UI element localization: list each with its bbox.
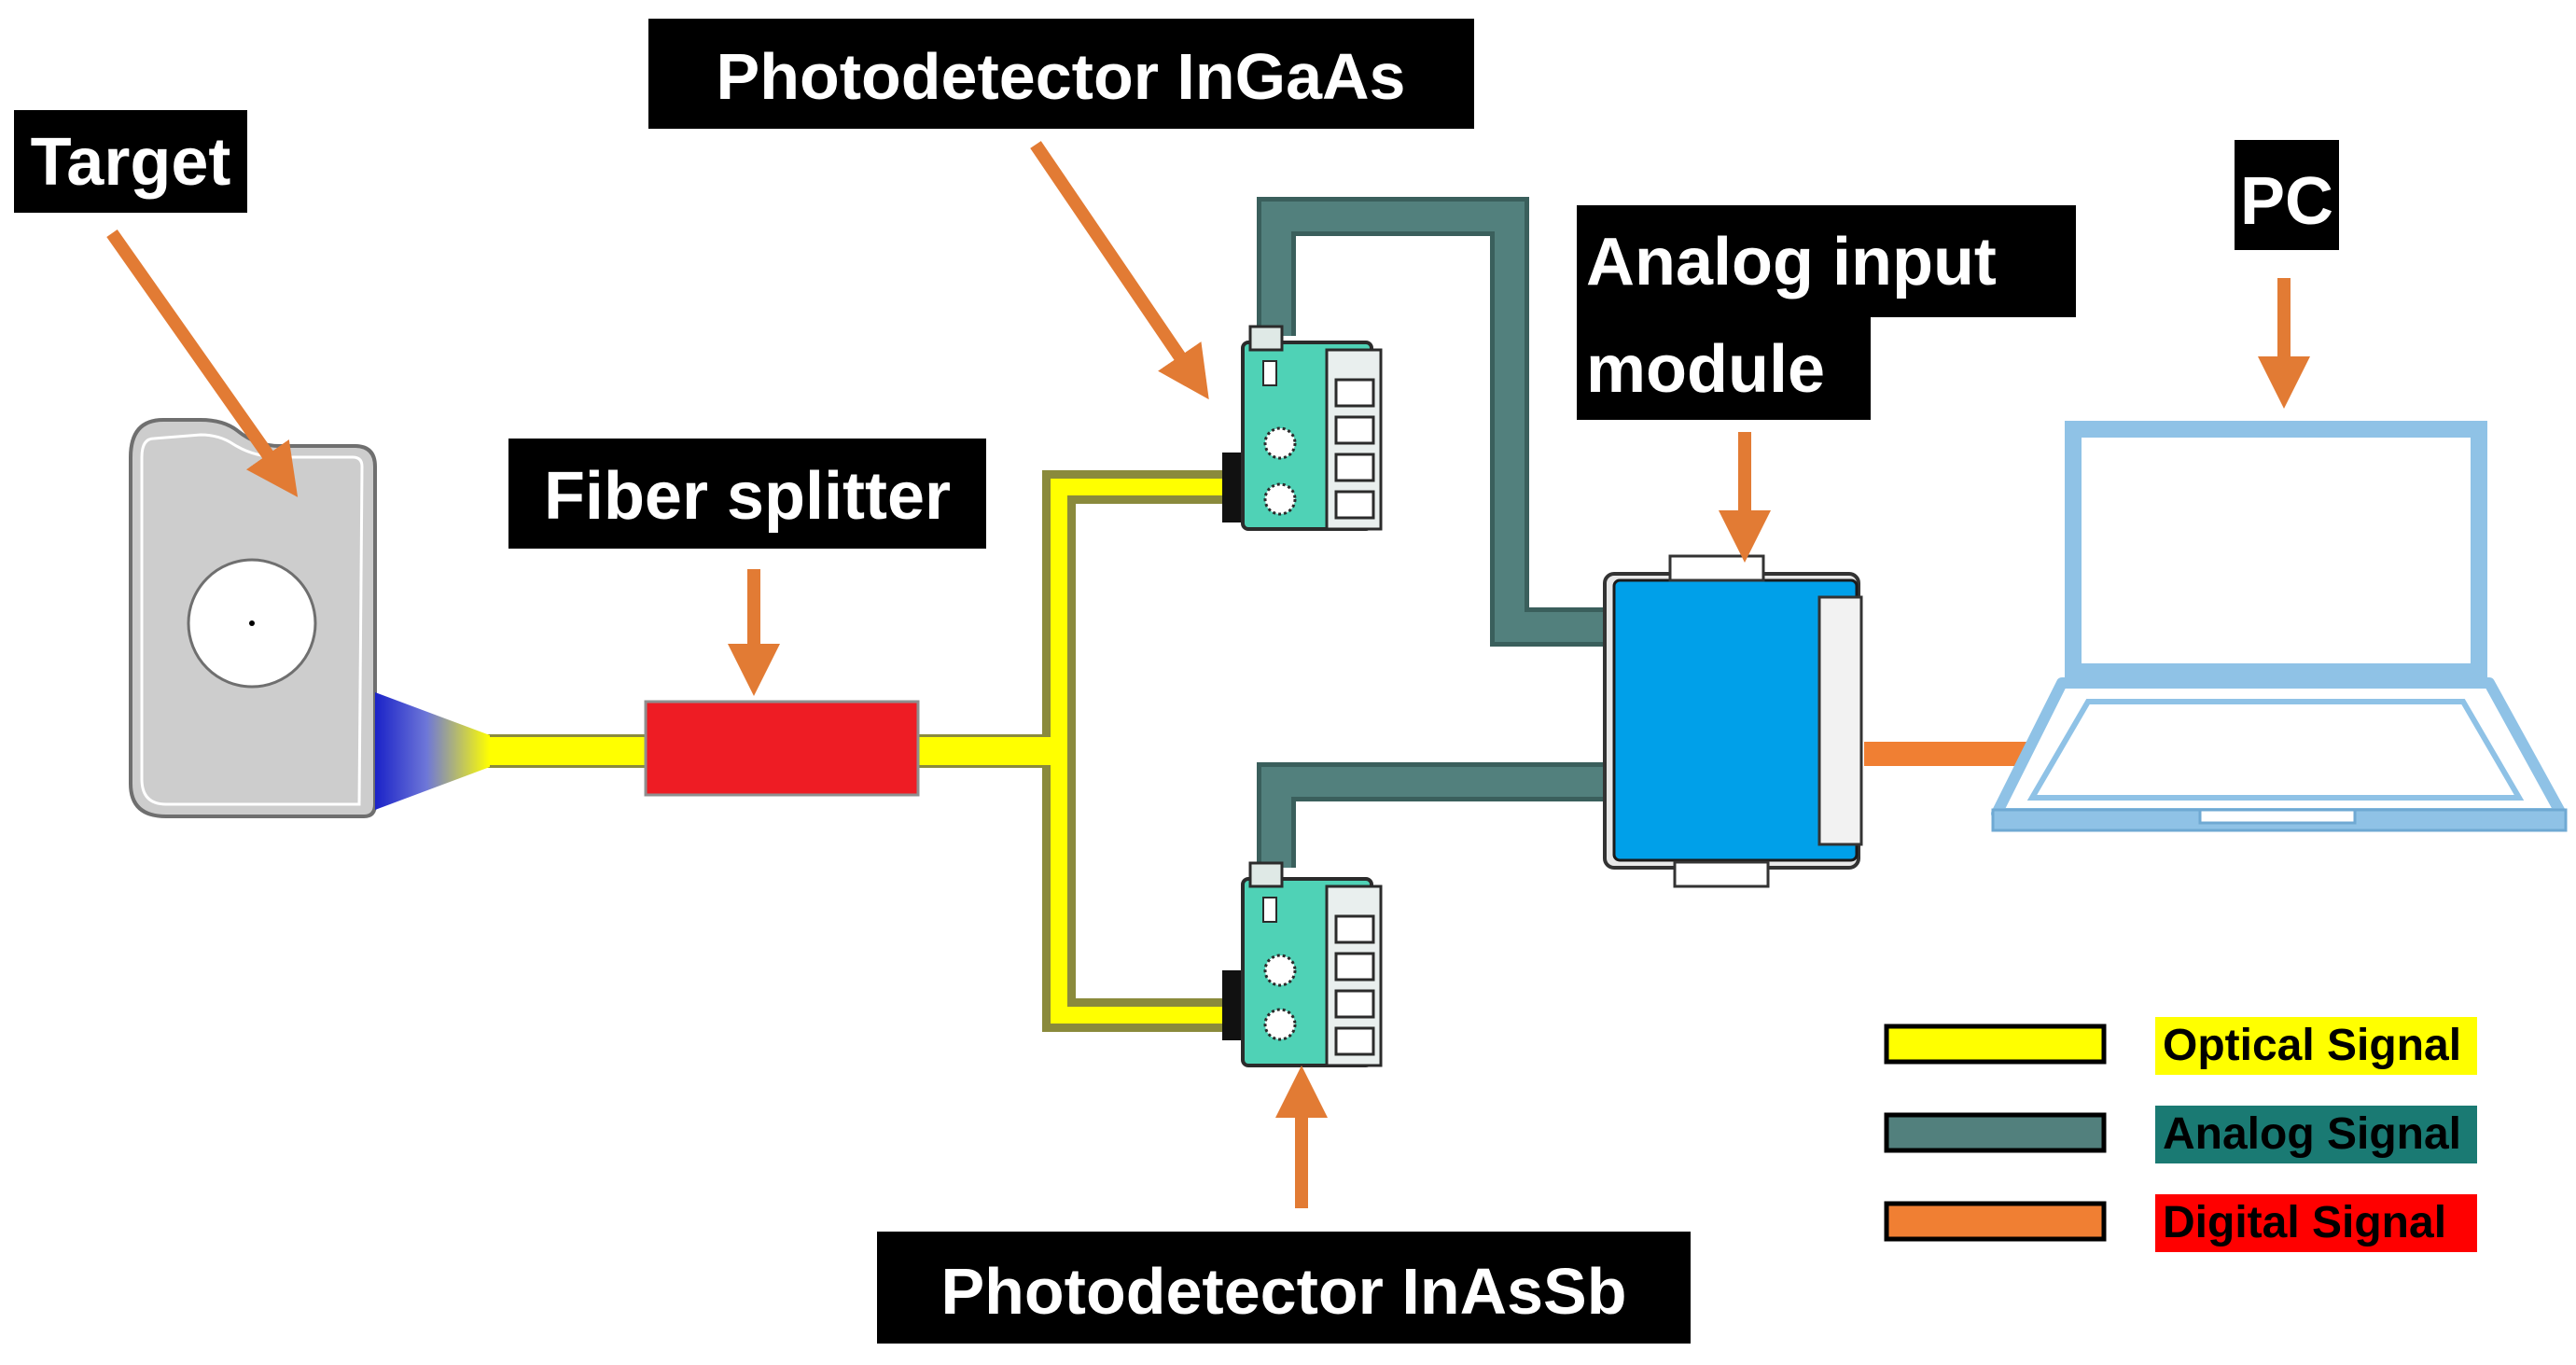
label-analog-module-line1: Analog input xyxy=(1586,225,1997,299)
digital-signal-line xyxy=(1864,742,2032,766)
legend-item-analog: Analog Signal xyxy=(1884,1106,2477,1163)
label-photodetector-bottom-text: Photodetector InAsSb xyxy=(940,1255,1626,1328)
photodetector-bottom-icon xyxy=(1222,861,1383,1067)
label-fiber-splitter-text: Fiber splitter xyxy=(544,459,951,534)
label-photodetector-bottom: Photodetector InAsSb xyxy=(877,1232,1691,1344)
label-analog-module-line2: module xyxy=(1586,332,1825,407)
arrow-target xyxy=(106,229,299,497)
legend-label-digital: Digital Signal xyxy=(2163,1198,2446,1247)
optical-line-bottom-branch xyxy=(1051,751,1232,1024)
legend-item-optical: Optical Signal xyxy=(1884,1017,2477,1075)
label-pc-text: PC xyxy=(2240,164,2333,239)
fiber-splitter-icon xyxy=(644,700,920,797)
label-target-text: Target xyxy=(31,125,231,200)
photodetector-top-icon xyxy=(1222,325,1383,531)
label-analog-module: Analog input module xyxy=(1577,205,2076,420)
pointer-arrows xyxy=(106,141,2310,1208)
target-device-icon xyxy=(129,418,490,818)
label-target: Target xyxy=(14,110,247,213)
legend-label-optical: Optical Signal xyxy=(2163,1021,2461,1070)
label-pc: PC xyxy=(2235,140,2339,250)
label-photodetector-top: Photodetector InGaAs xyxy=(648,19,1474,129)
label-fiber-splitter: Fiber splitter xyxy=(508,439,986,549)
legend-item-digital: Digital Signal xyxy=(1884,1194,2477,1252)
legend-label-analog: Analog Signal xyxy=(2163,1109,2461,1159)
label-photodetector-top-text: Photodetector InGaAs xyxy=(717,40,1406,113)
target-light-cone xyxy=(375,692,490,810)
optical-line-top-branch xyxy=(1051,479,1232,751)
arrow-photodetector-top xyxy=(1030,141,1209,400)
legend: Optical Signal Analog Signal Digital Sig… xyxy=(1884,1017,2477,1252)
analog-input-module-icon xyxy=(1603,554,1863,888)
laptop-icon xyxy=(1991,421,2568,832)
